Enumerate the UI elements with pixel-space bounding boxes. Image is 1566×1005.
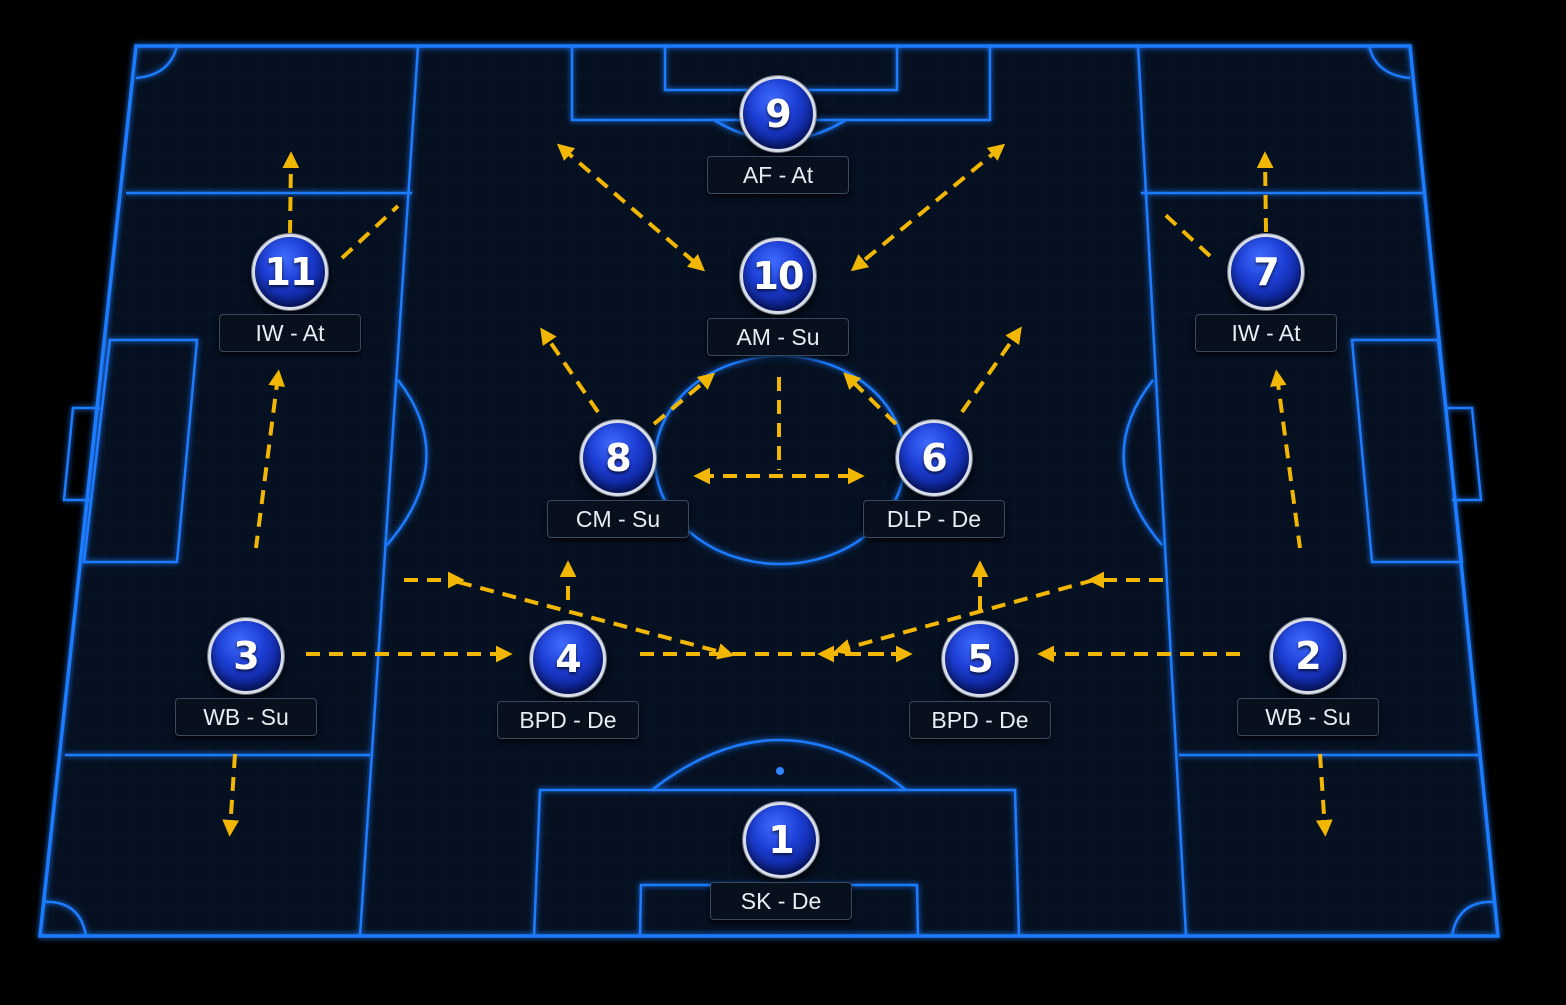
arrow-6-to-10 — [843, 372, 898, 426]
arrow-left-sweep — [457, 580, 735, 660]
player-token[interactable]: 1 — [743, 802, 819, 878]
player-role-label: CM - Su — [547, 500, 689, 538]
player-number: 9 — [765, 92, 791, 136]
player-role-label: BPD - De — [909, 701, 1051, 739]
player-number: 2 — [1295, 634, 1321, 678]
arrow-7-up — [1256, 151, 1274, 233]
player-number: 3 — [233, 634, 259, 678]
pitch-markings — [38, 44, 1500, 938]
player-token[interactable]: 6 — [896, 420, 972, 496]
player-token[interactable]: 10 — [740, 238, 816, 314]
arrow-7-diag — [1158, 208, 1212, 258]
movement-arrows — [222, 143, 1333, 837]
player-number: 10 — [752, 254, 805, 298]
player-token[interactable]: 3 — [208, 618, 284, 694]
player-role-label: BPD - De — [497, 701, 639, 739]
arrow-9-right — [850, 143, 1006, 272]
arrow-2-down — [1315, 753, 1333, 837]
arrow-8-to-10 — [652, 372, 716, 426]
arrow-6-up — [960, 326, 1022, 414]
arrow-11-diag — [340, 204, 400, 260]
arrow-11-up — [282, 151, 300, 235]
player-number: 8 — [605, 436, 631, 480]
player-role-label: IW - At — [1195, 314, 1337, 352]
player-number: 4 — [555, 637, 581, 681]
penalty-spot — [776, 767, 784, 775]
arrow-3-down — [222, 753, 240, 837]
player-role-label: IW - At — [219, 314, 361, 352]
arrow-right-sweep — [833, 578, 1095, 656]
player-token[interactable]: 11 — [252, 234, 328, 310]
player-number: 6 — [921, 436, 947, 480]
player-role-label: AM - Su — [707, 318, 849, 356]
player-token[interactable]: 7 — [1228, 234, 1304, 310]
arrow-9-to-10 — [556, 143, 706, 272]
player-token[interactable]: 4 — [530, 621, 606, 697]
player-number: 5 — [967, 637, 993, 681]
player-number: 11 — [264, 250, 317, 294]
player-number: 1 — [768, 818, 794, 862]
player-role-label: WB - Su — [175, 698, 317, 736]
player-role-label: DLP - De — [863, 500, 1005, 538]
player-role-label: SK - De — [710, 882, 852, 920]
player-token[interactable]: 8 — [580, 420, 656, 496]
player-token[interactable]: 2 — [1270, 618, 1346, 694]
arrow-8-up — [540, 327, 600, 414]
arrow-11-to-3 — [254, 369, 286, 549]
arrow-7-to-2 — [1270, 369, 1302, 549]
player-token[interactable]: 5 — [942, 621, 1018, 697]
player-role-label: WB - Su — [1237, 698, 1379, 736]
player-role-label: AF - At — [707, 156, 849, 194]
player-number: 7 — [1253, 250, 1279, 294]
player-token[interactable]: 9 — [740, 76, 816, 152]
